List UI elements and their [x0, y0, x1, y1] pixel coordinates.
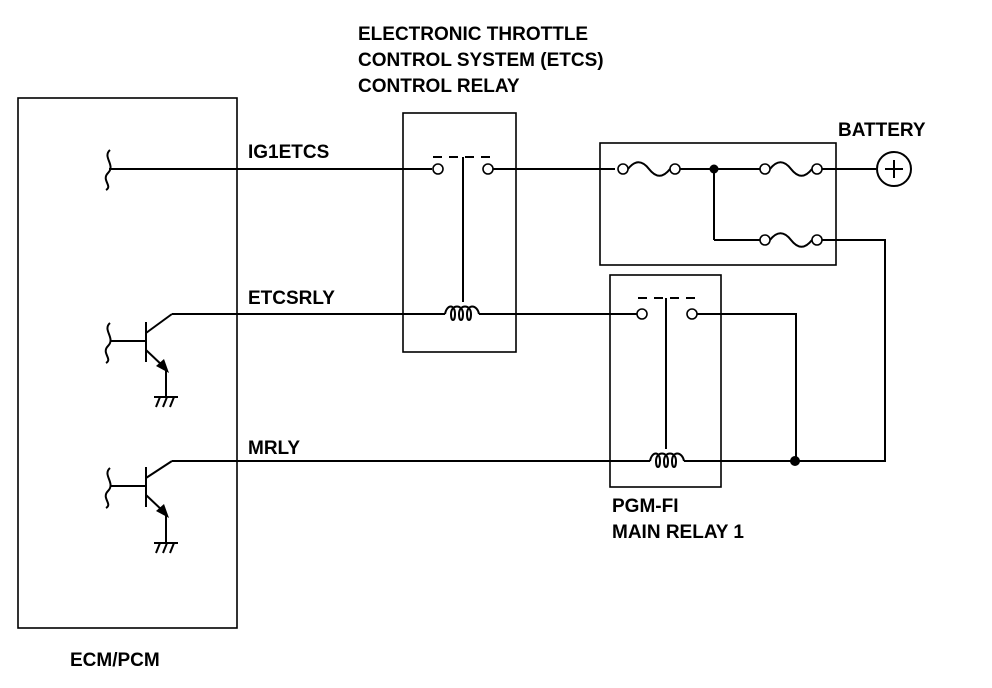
fuse-2-icon [759, 161, 823, 177]
main-relay-label-line2: MAIN RELAY 1 [612, 522, 744, 543]
etcsrly-label: ETCSRLY [248, 288, 335, 309]
etcs-relay-title-line2: CONTROL SYSTEM (ETCS) [358, 50, 604, 71]
mrly-label: MRLY [248, 438, 300, 459]
main-relay-coil-icon [649, 452, 685, 468]
ig1etcs-input-connector-icon [104, 149, 112, 191]
coil-junction-dot [790, 456, 800, 466]
ecm-pcm-box [17, 97, 238, 629]
fuse-box [599, 142, 837, 266]
etcs-relay-coil-icon [444, 305, 480, 321]
mrly-transistor-icon [104, 460, 178, 554]
fuse-1-icon [617, 161, 681, 177]
battery-positive-icon [876, 151, 912, 187]
etcs-relay-title-line1: ELECTRONIC THROTTLE [358, 24, 588, 45]
pgmfi-main-relay-box [609, 274, 722, 488]
etcsrly-transistor-icon [104, 313, 178, 408]
etcs-control-relay-box [402, 112, 517, 353]
ecm-pcm-label: ECM/PCM [70, 650, 160, 671]
main-relay-switch-out-wire [697, 313, 797, 461]
etcs-relay-title-line3: CONTROL RELAY [358, 76, 520, 97]
ig1etcs-label: IG1ETCS [248, 142, 329, 163]
fuse3-to-coil-wire [794, 239, 886, 462]
battery-label: BATTERY [838, 120, 926, 141]
etcs-relay-switch-icon [432, 156, 494, 302]
fuse-3-icon [759, 232, 823, 248]
main-relay-switch-icon [636, 297, 698, 449]
main-relay-label-line1: PGM-FI [612, 496, 679, 517]
